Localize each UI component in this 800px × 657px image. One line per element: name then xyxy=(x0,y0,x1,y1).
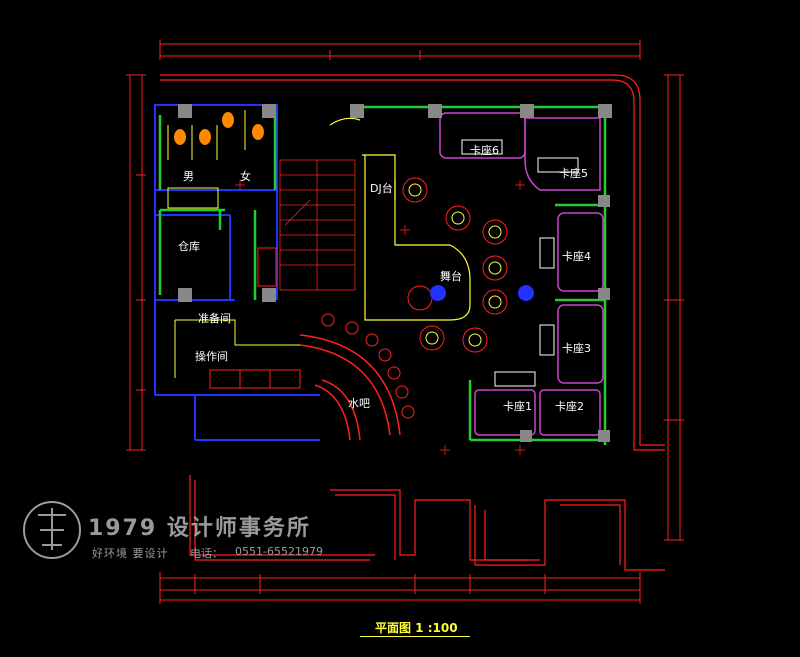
toilet-partitions xyxy=(167,110,246,209)
bar-counter xyxy=(299,334,401,441)
left-dimension xyxy=(126,74,146,451)
booth-tables xyxy=(461,139,579,387)
room-label-storage: 仓库 xyxy=(178,240,200,253)
staircase xyxy=(279,159,356,291)
kitchen-fixtures xyxy=(209,247,301,389)
watermark-slogan: 好环境 要设计 xyxy=(92,547,169,560)
watermark-phone-label: 电话： xyxy=(190,547,223,560)
bar-stools xyxy=(321,313,415,419)
booth-label-5: 卡座5 xyxy=(559,167,588,180)
booth-label-1: 卡座1 xyxy=(503,400,532,413)
outer-walls xyxy=(160,74,665,571)
caption-underline xyxy=(360,636,470,637)
booth-label-3: 卡座3 xyxy=(562,342,591,355)
watermark-seal-icon xyxy=(23,501,81,559)
room-label-dj: DJ台 xyxy=(370,182,393,195)
room-label-stage: 舞台 xyxy=(440,270,462,283)
room-label-prep: 准备间 xyxy=(198,312,231,325)
blue-walls xyxy=(154,104,320,441)
kitchen-outline xyxy=(174,319,300,378)
columns xyxy=(430,285,534,301)
booths xyxy=(439,112,604,436)
structural-posts xyxy=(178,104,612,442)
interior-dimension-marks xyxy=(235,180,525,455)
booth-label-2: 卡座2 xyxy=(555,400,584,413)
room-label-male: 男 xyxy=(183,170,194,183)
booth-label-6: 卡座6 xyxy=(470,144,499,157)
green-walls xyxy=(158,105,610,445)
watermark-title: 1979 设计师事务所 xyxy=(88,516,311,541)
bottom-dimension xyxy=(159,572,641,604)
toilet-fixtures xyxy=(174,112,264,145)
top-dimension xyxy=(159,40,641,60)
room-label-bar: 水吧 xyxy=(348,397,370,410)
watermark-phone: 0551-65521979 xyxy=(235,545,323,558)
drawing-caption: 平面图 1 :100 xyxy=(375,621,458,635)
room-label-female: 女 xyxy=(240,170,251,183)
round-tables xyxy=(402,177,508,353)
right-dimension xyxy=(664,74,684,541)
stage-outline xyxy=(329,117,471,321)
booth-label-4: 卡座4 xyxy=(562,250,591,263)
room-label-office: 操作间 xyxy=(195,350,228,363)
